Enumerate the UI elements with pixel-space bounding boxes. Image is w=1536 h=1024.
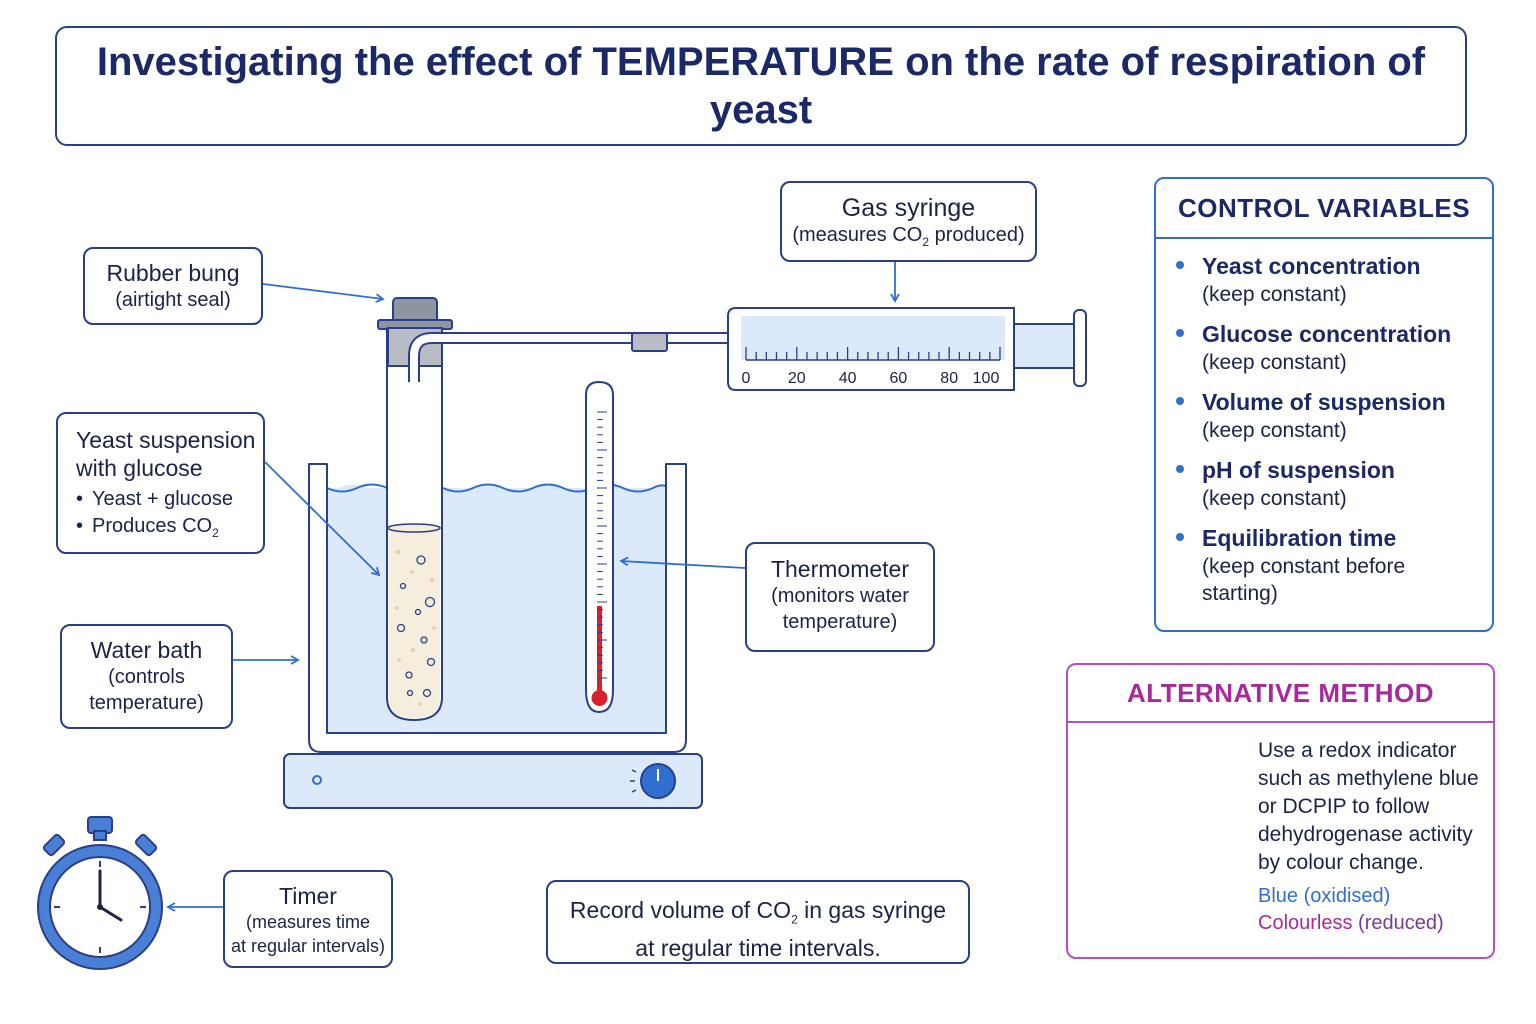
control-variables-panel: CONTROL VARIABLES Yeast concentration (k… bbox=[1154, 177, 1494, 632]
syringe-scale-label: 60 bbox=[890, 370, 908, 387]
rubber-bung-desc: (airtight seal) bbox=[115, 289, 231, 311]
colourless-reduced-note: Colourless (reduced) bbox=[1258, 912, 1444, 934]
record-line-2: at regular time intervals. bbox=[635, 934, 881, 961]
yeast-suspension-label: Yeast suspension with glucose Yeast + gl… bbox=[56, 412, 265, 554]
timer-name: Timer bbox=[279, 883, 337, 909]
control-variables-heading: CONTROL VARIABLES bbox=[1156, 179, 1492, 239]
label-arrows bbox=[166, 262, 900, 912]
gas-syringe-label: Gas syringe (measures CO2 produced) bbox=[780, 181, 1037, 262]
control-variable-item: Volume of suspension (keep constant) bbox=[1156, 387, 1492, 444]
thermometer-scale bbox=[597, 411, 607, 679]
alternative-method-text: Use a redox indicator such as methylene … bbox=[1258, 739, 1479, 874]
gas-syringe-desc: (measures CO2 produced) bbox=[792, 224, 1025, 249]
page-title: Investigating the effect of TEMPERATURE … bbox=[96, 40, 1426, 132]
gas-bubbles bbox=[396, 555, 436, 698]
water-bath-desc-1: (controls bbox=[108, 666, 185, 688]
record-line-1: Record volume of CO2 in gas syringe bbox=[569, 897, 947, 927]
alternative-method-panel: ALTERNATIVE METHOD Use a redox indicator… bbox=[1066, 663, 1495, 959]
syringe-scale-label: 100 bbox=[973, 370, 1000, 387]
record-instruction: Record volume of CO2 in gas syringe at r… bbox=[546, 880, 970, 964]
water-bath-name: Water bath bbox=[90, 637, 203, 663]
thermometer-arrow bbox=[619, 556, 746, 569]
alternative-method-heading: ALTERNATIVE METHOD bbox=[1068, 665, 1493, 723]
thermometer-name: Thermometer bbox=[770, 556, 910, 582]
syringe-scale-label: 0 bbox=[742, 370, 751, 387]
yeast-cells bbox=[395, 550, 436, 706]
syringe-scale-label: 40 bbox=[839, 370, 857, 387]
syringe-scale-label: 80 bbox=[940, 370, 958, 387]
thermometer bbox=[585, 380, 614, 714]
syringe-scale-label: 20 bbox=[788, 370, 806, 387]
yeast-arrow bbox=[264, 461, 381, 577]
control-variables-list: Yeast concentration (keep constant) Gluc… bbox=[1156, 239, 1492, 607]
hotplate bbox=[283, 753, 703, 809]
timer-label: Timer (measures time at regular interval… bbox=[223, 870, 393, 968]
water-bath-label: Water bath (controls temperature) bbox=[60, 624, 233, 729]
rubber-bung-arrow bbox=[262, 283, 385, 303]
rubber-bung-label: Rubber bung (airtight seal) bbox=[83, 247, 263, 325]
rubber-bung-name: Rubber bung bbox=[106, 260, 240, 286]
yeast-name-line1: Yeast suspension bbox=[76, 427, 256, 453]
title-box: Investigating the effect of TEMPERATURE … bbox=[55, 26, 1467, 146]
boiling-tube bbox=[386, 330, 443, 722]
blue-oxidised-note: Blue (oxidised) bbox=[1258, 885, 1391, 907]
control-variable-item: Yeast concentration (keep constant) bbox=[1156, 251, 1492, 308]
timer-desc-2: at regular intervals) bbox=[230, 936, 386, 956]
control-variable-item: Equilibration time (keep constant before… bbox=[1156, 523, 1492, 607]
delivery-tube bbox=[408, 332, 728, 382]
water-bath-desc-2: temperature) bbox=[89, 692, 204, 714]
yeast-name-line2: with glucose bbox=[76, 455, 203, 481]
thermometer-desc-1: (monitors water bbox=[771, 585, 909, 607]
thermometer-desc-2: temperature) bbox=[782, 611, 898, 633]
stopwatch-icon bbox=[37, 816, 163, 970]
gas-syringe-name: Gas syringe bbox=[841, 194, 976, 222]
syringe-scale-ticks bbox=[745, 347, 1001, 360]
control-variable-item: pH of suspension (keep constant) bbox=[1156, 455, 1492, 512]
water-bath bbox=[308, 463, 687, 753]
control-variable-item: Glucose concentration (keep constant) bbox=[1156, 319, 1492, 376]
yeast-bullets: Yeast + glucose Produces CO2 bbox=[76, 486, 263, 547]
thermometer-label: Thermometer (monitors water temperature) bbox=[745, 542, 935, 652]
gas-syringe: 0 20 40 60 80 100 bbox=[727, 307, 1087, 391]
syringe-scale-labels: 0 20 40 60 80 100 bbox=[742, 370, 1000, 387]
yeast-bullet-2: Produces CO2 bbox=[76, 513, 263, 547]
timer-desc-1: (measures time bbox=[245, 912, 371, 932]
yeast-bullet-1: Yeast + glucose bbox=[76, 486, 263, 513]
